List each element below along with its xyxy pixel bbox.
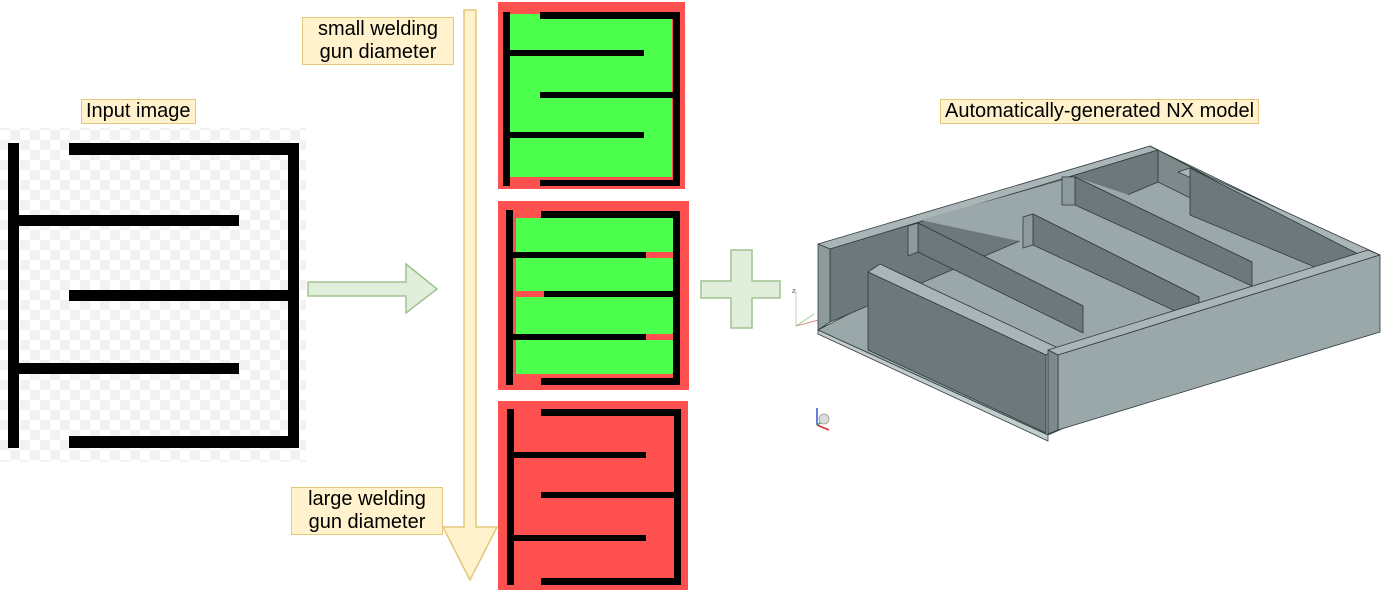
svg-text:z: z — [792, 287, 796, 295]
plus-icon — [700, 249, 781, 329]
large-gun-label-line1: large welding — [308, 488, 426, 510]
scale-arrow-icon — [441, 9, 499, 582]
small-gun-label: small welding gun diameter — [302, 17, 454, 65]
large-gun-label-line2: gun diameter — [308, 511, 426, 533]
nx-model-label: Automatically-generated NX model — [940, 99, 1260, 124]
reachability-panel-medium — [498, 201, 689, 390]
orientation-icon — [816, 408, 830, 431]
nx-model-3d — [817, 145, 1381, 442]
reachability-panel-large — [498, 401, 688, 590]
small-gun-label-line1: small welding — [317, 18, 439, 40]
large-gun-label: large welding gun diameter — [291, 487, 443, 535]
input-image-label: Input image — [81, 99, 196, 124]
small-gun-label-line2: gun diameter — [319, 41, 437, 63]
reachability-panel-small — [498, 2, 685, 189]
input-image — [0, 128, 306, 462]
flow-arrow-icon — [307, 262, 439, 315]
